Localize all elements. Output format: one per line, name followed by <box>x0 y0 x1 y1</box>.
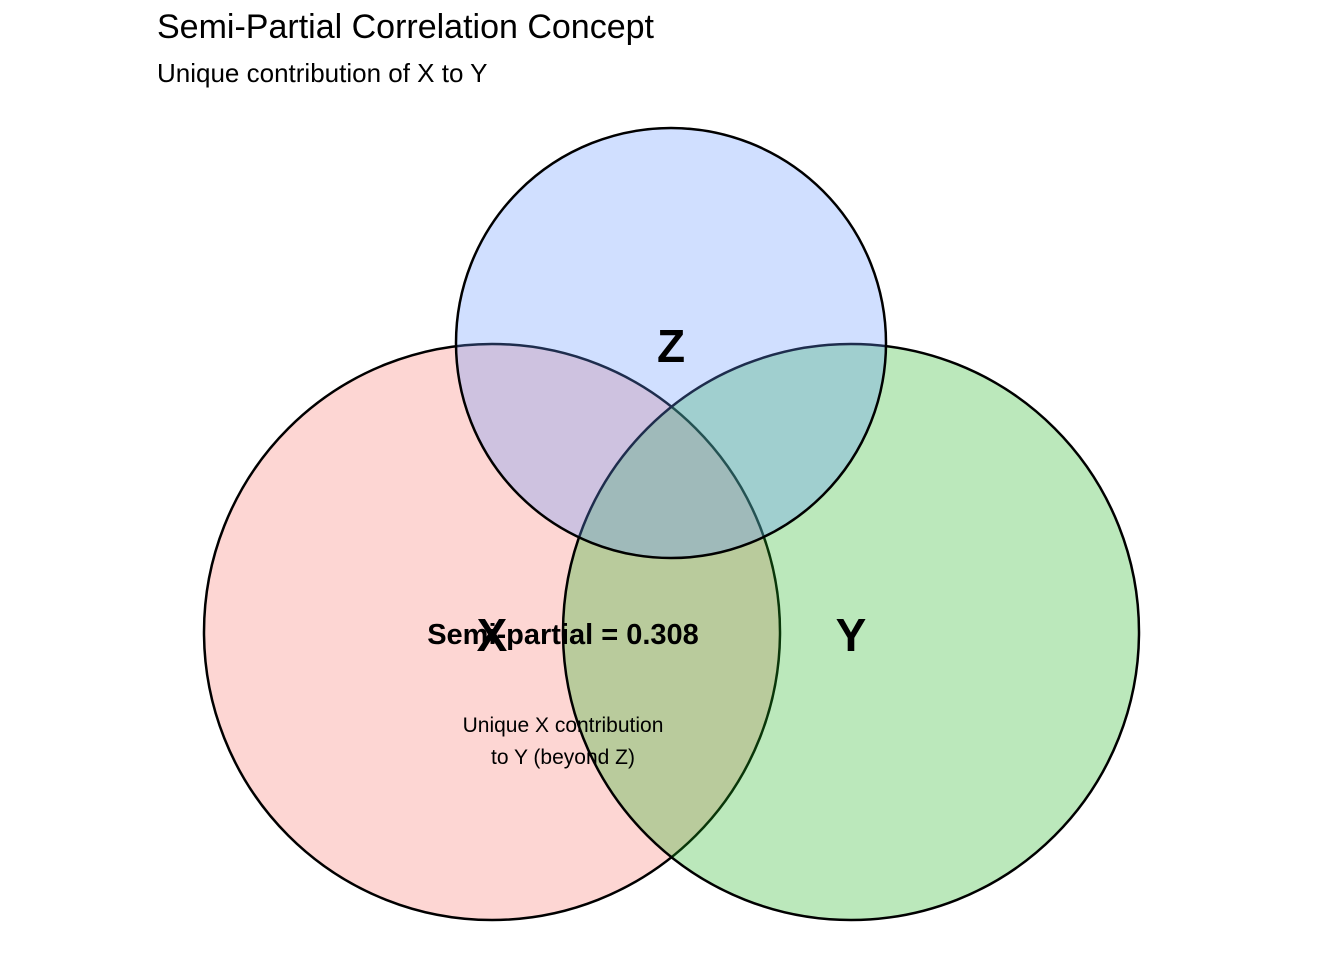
unique-contribution-note-line1: Unique X contribution <box>463 714 664 737</box>
unique-contribution-note-line2: to Y (beyond Z) <box>491 746 635 769</box>
chart-title: Semi-Partial Correlation Concept <box>157 8 654 46</box>
semi-partial-value: Semi-partial = 0.308 <box>427 619 699 651</box>
circle-y <box>561 342 1141 922</box>
circle-z <box>454 126 888 560</box>
chart-subtitle: Unique contribution of X to Y <box>157 58 488 88</box>
label-z: Z <box>657 320 685 372</box>
label-y: Y <box>836 609 867 661</box>
label-x: X <box>477 609 508 661</box>
circle-x <box>202 342 782 922</box>
